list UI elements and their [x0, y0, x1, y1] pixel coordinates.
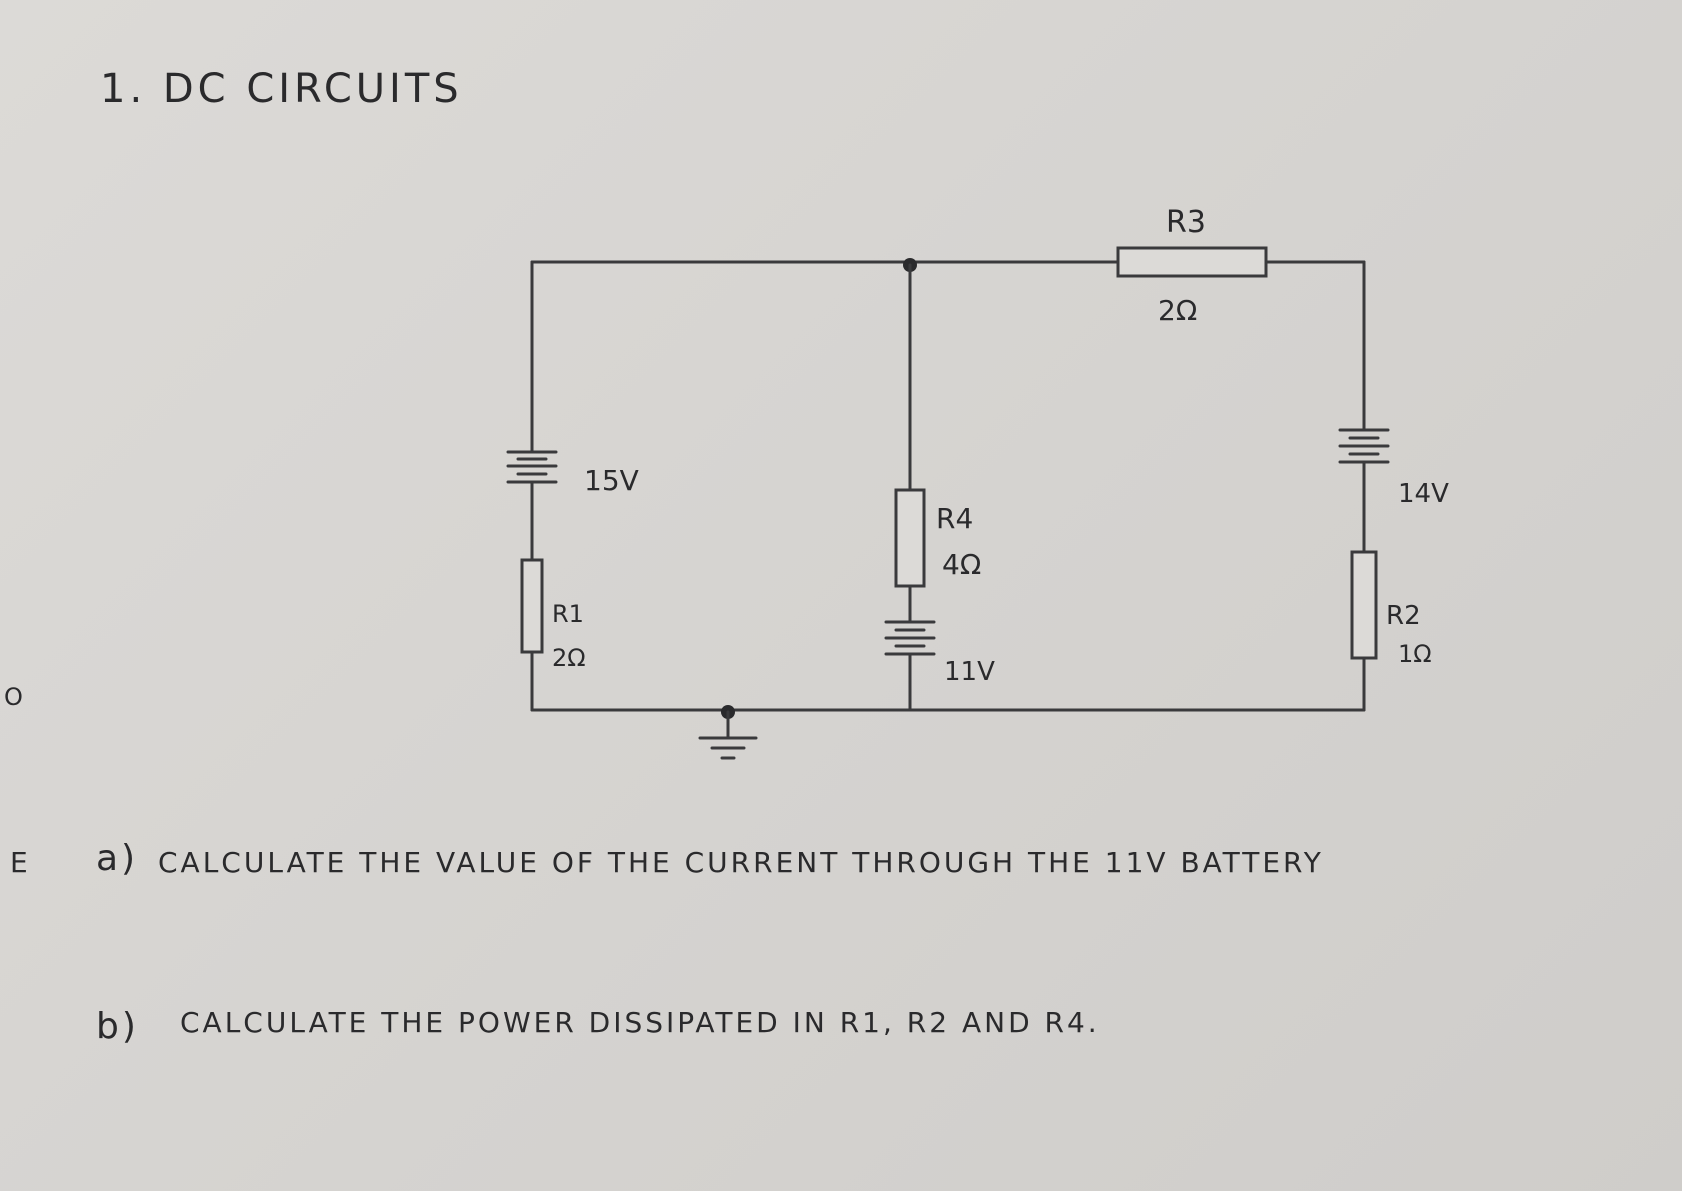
question-a-text: CALCULATE THE VALUE OF THE CURRENT THROU…	[158, 846, 1324, 879]
resistor-r4-value: 4Ω	[942, 548, 981, 581]
resistor-r2-icon	[1350, 550, 1378, 660]
margin-mark-e: E	[10, 846, 28, 879]
battery-15v-label: 15V	[584, 464, 639, 497]
battery-15v-icon	[506, 450, 558, 484]
resistor-r1-value: 2Ω	[552, 644, 586, 672]
question-b-letter: b)	[96, 1006, 139, 1047]
resistor-r3-icon	[1116, 246, 1268, 278]
resistor-r4-name: R4	[936, 502, 973, 535]
page-title: 1. DC CIRCUITS	[100, 66, 463, 112]
question-a-letter: a)	[96, 838, 139, 879]
resistor-r3-name: R3	[1166, 205, 1206, 240]
resistor-r4-icon	[894, 488, 926, 588]
battery-14v-icon	[1338, 428, 1390, 464]
resistor-r3-value: 2Ω	[1158, 294, 1197, 327]
battery-14v-label: 14V	[1398, 479, 1449, 509]
margin-mark-o: O	[4, 683, 23, 711]
resistor-r1-name: R1	[552, 600, 584, 628]
resistor-r2-value: 1Ω	[1398, 640, 1432, 668]
resistor-r1-icon	[520, 558, 544, 654]
battery-11v-icon	[884, 620, 936, 656]
battery-11v-label: 11V	[944, 657, 995, 687]
question-b-text: CALCULATE THE POWER DISSIPATED IN R1, R2…	[180, 1006, 1100, 1039]
resistor-r2-name: R2	[1386, 601, 1421, 631]
ground-icon	[698, 705, 758, 760]
